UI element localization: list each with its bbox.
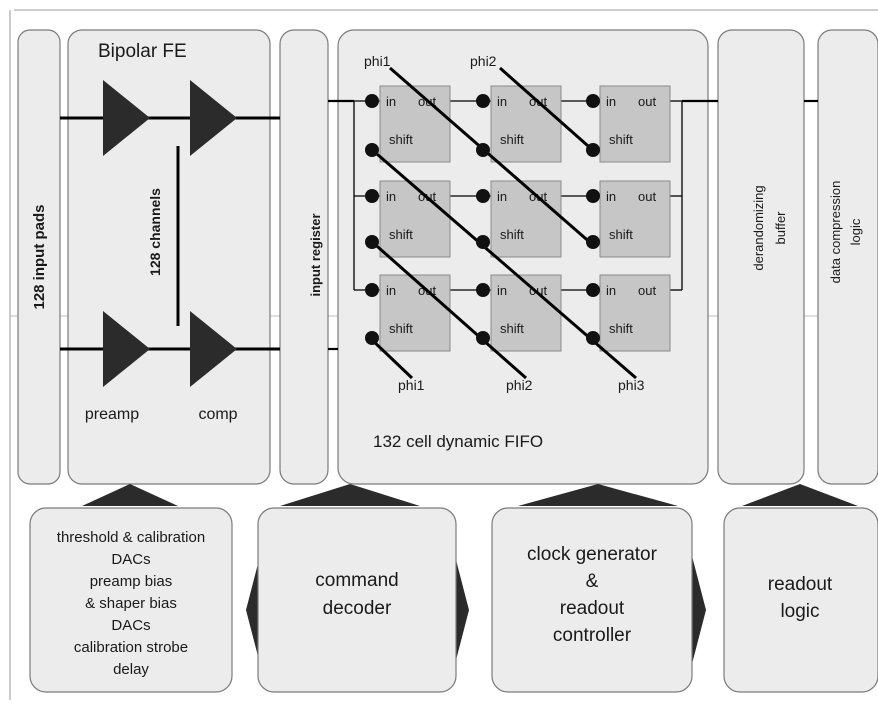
comp-top-triangle (190, 80, 237, 156)
dacs-block: threshold & calibration DACs preamp bias… (29, 507, 233, 693)
fifo-cell-grid: in out shift in out shift in out shift i… (353, 53, 818, 393)
buffer-label: buffer (773, 211, 788, 245)
cell-in-label: in (606, 189, 616, 204)
phi2-bottom-label: phi2 (506, 377, 533, 393)
dacs-line-7: delay (113, 661, 149, 678)
phi-shift-line-b (369, 238, 527, 380)
decoder-label: decoder (323, 598, 392, 619)
fifo-cell: in out shift (379, 85, 451, 163)
cell-in-label: in (497, 189, 507, 204)
fifo-cell: in out shift (379, 180, 451, 258)
clock-up-arrow (518, 484, 678, 506)
input-pads-label: 128 input pads (31, 204, 48, 309)
cell-shift-label: shift (389, 227, 413, 242)
fifo-cell: in out shift (379, 274, 451, 352)
controller-label: controller (553, 625, 632, 646)
cell-out-label: out (638, 94, 656, 109)
comp-label: comp (198, 406, 237, 423)
fifo-cell: in out shift (599, 85, 671, 163)
phi1-top-label: phi1 (364, 53, 391, 69)
clock-generator-label: clock generator (527, 544, 658, 565)
bipolar-fe-title: Bipolar FE (98, 41, 187, 62)
phi1-clock-line (389, 66, 594, 247)
derandomizing-label: derandomizing (751, 185, 766, 270)
readout-logic-block: readout logic (723, 507, 878, 693)
dacs-line-1: threshold & calibration (57, 529, 205, 546)
data-compression-block: data compression logic (817, 29, 878, 485)
bipolar-fe-block: Bipolar FE 128 channels preamp comp (67, 29, 271, 485)
channels-label: 128 channels (147, 188, 163, 276)
readout-logic-line-2: logic (780, 601, 819, 622)
fifo-label: 132 cell dynamic FIFO (373, 432, 543, 451)
readout-logic-line-1: readout (768, 574, 833, 595)
input-pads-block: 128 input pads (17, 29, 61, 485)
preamp-top-triangle (103, 80, 150, 156)
ampersand-label: & (586, 571, 599, 592)
command-decoder-block: command decoder (257, 507, 457, 693)
cell-shift-label: shift (609, 132, 633, 147)
cell-shift-label: shift (609, 227, 633, 242)
input-register-block: input register (279, 29, 329, 485)
phi2-clock-line (499, 66, 597, 155)
cell-shift-label: shift (500, 321, 524, 336)
dacs-line-2: DACs (111, 551, 150, 568)
cell-in-label: in (606, 94, 616, 109)
connection-dots (365, 94, 600, 345)
cell-in-label: in (606, 283, 616, 298)
logic-label: logic (848, 218, 863, 245)
cell-out-label: out (529, 283, 547, 298)
command-label: command (315, 570, 398, 591)
data-compression-label: data compression (828, 181, 843, 284)
fifo-cell: in out shift (490, 85, 562, 163)
phi1-bottom-label: phi1 (398, 377, 425, 393)
cell-shift-label: shift (500, 132, 524, 147)
cell-shift-label: shift (389, 321, 413, 336)
dacs-line-6: calibration strobe (74, 639, 188, 656)
derandomizing-buffer-block: derandomizing buffer (717, 29, 805, 485)
readout-label: readout (560, 598, 625, 619)
comp-bottom-triangle (190, 311, 237, 387)
dacs-up-arrow (82, 484, 178, 506)
dacs-line-4: & shaper bias (85, 595, 177, 612)
decoder-left-arrow (246, 556, 260, 664)
dacs-line-5: DACs (111, 617, 150, 634)
phi2-top-label: phi2 (470, 53, 497, 69)
phi3-bottom-label: phi3 (618, 377, 645, 393)
cell-in-label: in (497, 94, 507, 109)
clock-generator-block: clock generator & readout controller (491, 507, 693, 693)
dacs-line-3: preamp bias (90, 573, 173, 590)
cell-out-label: out (638, 189, 656, 204)
cell-in-label: in (386, 94, 396, 109)
cell-in-label: in (386, 283, 396, 298)
decoder-right-arrow (455, 556, 469, 664)
preamp-bottom-triangle (103, 311, 150, 387)
cell-out-label: out (638, 283, 656, 298)
fifo-cell: in out shift (599, 180, 671, 258)
phi-shift-line-c (368, 336, 414, 380)
cell-shift-label: shift (500, 227, 524, 242)
preamp-label: preamp (85, 406, 139, 423)
decoder-up-arrow (280, 484, 420, 506)
cell-shift-label: shift (389, 132, 413, 147)
fifo-cell: in out shift (490, 180, 562, 258)
clock-right-arrow (692, 556, 706, 664)
input-register-label: input register (308, 213, 323, 296)
cell-shift-label: shift (609, 321, 633, 336)
fifo-cell: in out shift (490, 274, 562, 352)
cell-in-label: in (497, 283, 507, 298)
cell-in-label: in (386, 189, 396, 204)
readout-up-arrow (742, 484, 858, 506)
fifo-cell: in out shift (599, 274, 671, 352)
